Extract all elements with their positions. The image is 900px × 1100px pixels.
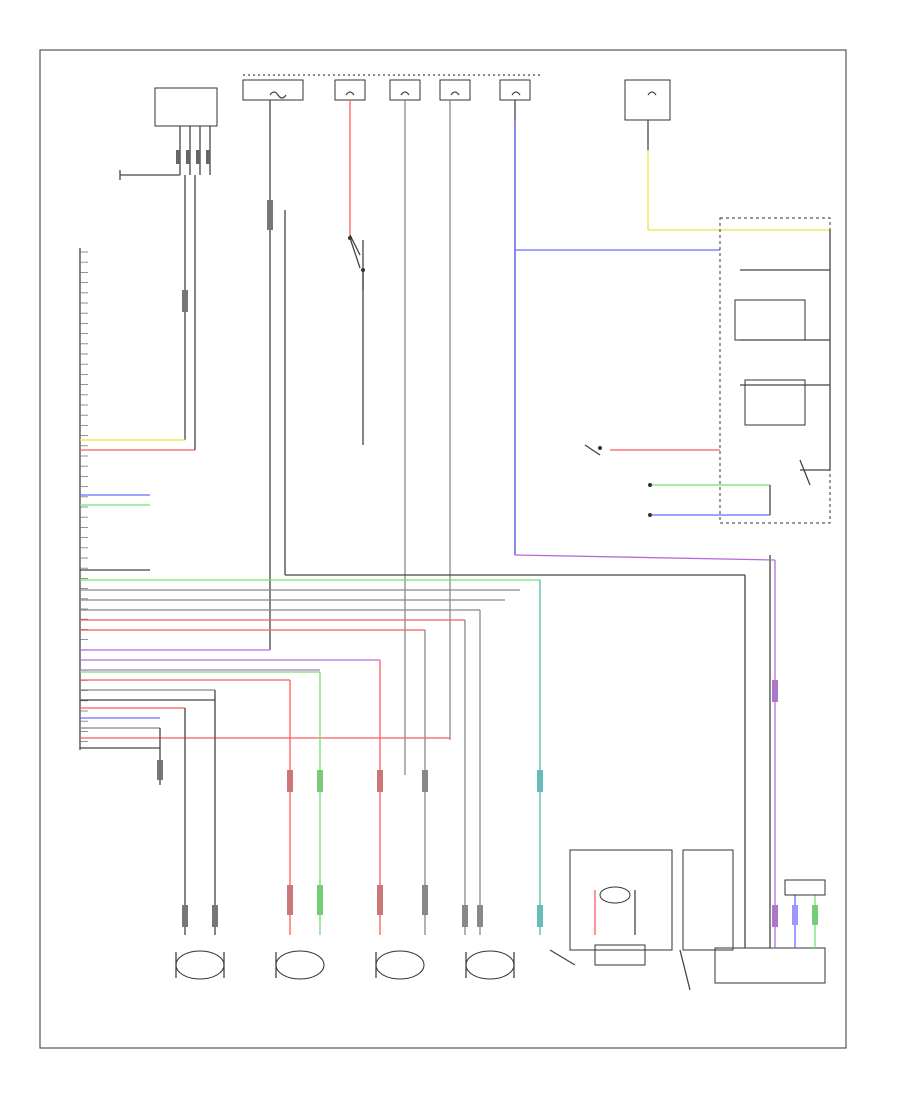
tcm-pin-ticks bbox=[80, 251, 88, 742]
fuse-box-2 bbox=[334, 79, 366, 101]
sensor-drop-wires bbox=[157, 580, 543, 935]
fuse-block-top bbox=[242, 74, 540, 101]
tcm-connector bbox=[79, 175, 540, 750]
brake-switch bbox=[348, 236, 365, 290]
fuse-box-3 bbox=[389, 79, 421, 101]
control-unit bbox=[679, 555, 826, 991]
fuse-block bbox=[719, 217, 831, 524]
rr-sensor bbox=[375, 950, 425, 980]
switch-inputs bbox=[584, 444, 771, 517]
fuse-box-1 bbox=[242, 79, 304, 101]
vertical-feeds bbox=[267, 100, 649, 775]
lr-sensor bbox=[275, 950, 325, 980]
accel-sensor-pins bbox=[176, 126, 211, 175]
fuse-box-5 bbox=[499, 79, 531, 101]
diagram-border bbox=[39, 49, 847, 1049]
top-power-supply-row bbox=[119, 74, 671, 180]
lf-sensor bbox=[175, 950, 225, 980]
rf-sensor bbox=[465, 950, 515, 980]
right-relay-box bbox=[624, 79, 671, 121]
actuator-unit bbox=[549, 849, 673, 966]
right-column-wires bbox=[284, 210, 830, 920]
accel-sensor-box bbox=[154, 87, 218, 127]
fuse-box-4 bbox=[439, 79, 471, 101]
